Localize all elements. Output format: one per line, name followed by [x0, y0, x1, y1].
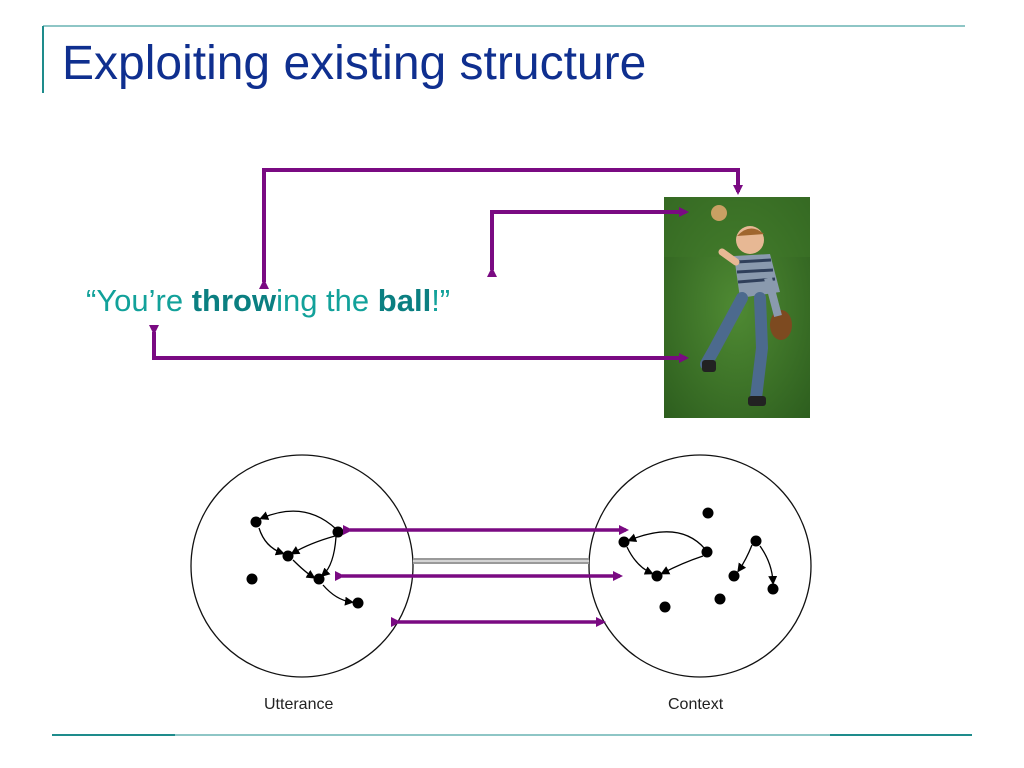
context-graph [588, 454, 812, 678]
quote-noun-bold: ball [377, 283, 432, 318]
quote-verb-bold: throw [191, 283, 277, 318]
arrow-throw-to-photo [259, 168, 743, 289]
quote-close: !” [431, 283, 451, 318]
photo-child-throwing-ball-icon [664, 197, 810, 418]
context-label: Context [668, 696, 724, 713]
slide-title: Exploiting existing structure [62, 37, 647, 90]
example-utterance: “You’re throwing the ball!” [86, 283, 450, 319]
frame-rules [42, 25, 972, 736]
connector-arrows [149, 168, 743, 363]
quote-verb-rest: ing the [276, 283, 378, 318]
arrow-you-to-photo [149, 325, 689, 363]
utterance-label: Utterance [264, 696, 334, 713]
mapping-arrows [335, 525, 629, 627]
quote-open: “You’re [86, 283, 192, 318]
arrow-ball-to-photo [487, 207, 689, 277]
utterance-graph [190, 454, 414, 678]
